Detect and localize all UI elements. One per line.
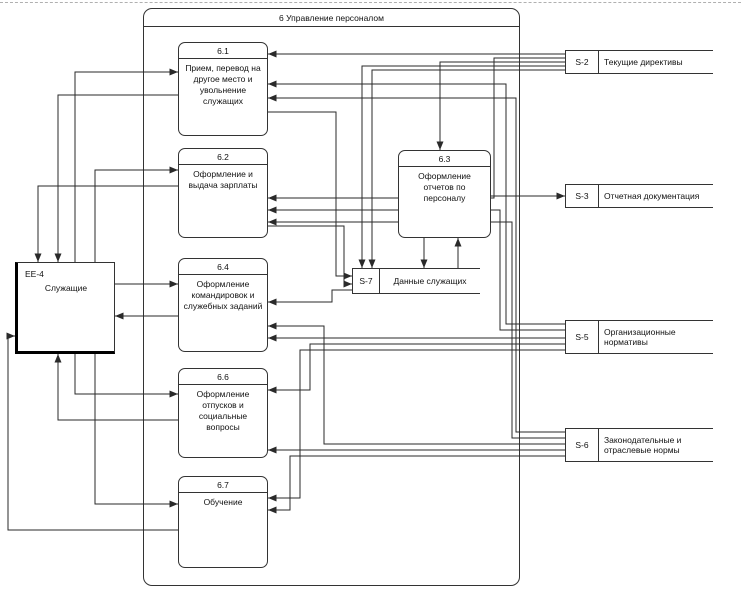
process-6-2-label: Оформление и выдача зарплаты <box>188 169 258 191</box>
datastore-s5-label: Организационные нормативы <box>604 326 676 347</box>
flow-arrow <box>268 289 352 306</box>
flow-arrow <box>268 218 565 439</box>
flow-arrow <box>94 354 178 508</box>
flow-arrow <box>6 332 178 531</box>
process-6-2-id: 6.2 <box>179 149 267 165</box>
flow-arrow <box>268 455 565 514</box>
process-6-3-label: Оформление отчетов по персоналу <box>418 171 471 204</box>
datastore-s6-id: S-6 <box>566 429 599 461</box>
process-6-6-label: Оформление отпусков и социальные вопросы <box>196 389 250 433</box>
process-6-1-label: Прием, перевод на другое место и увольне… <box>185 63 261 107</box>
datastore-s3-reporting-documentation[interactable]: S-3 Отчетная документация <box>565 184 713 208</box>
process-6-4-label: Оформление командировок и служебных зада… <box>183 279 263 312</box>
flow-arrow <box>268 206 565 331</box>
datastore-s3-id: S-3 <box>566 185 599 207</box>
diagram-title: 6 Управление персоналом <box>144 9 519 27</box>
process-6-6-vacations-social[interactable]: 6.6 Оформление отпусков и социальные воп… <box>178 368 268 458</box>
flow-arrow <box>94 166 178 262</box>
flow-arrow <box>268 57 565 202</box>
datastore-s3-label: Отчетная документация <box>604 190 700 201</box>
process-6-7-training[interactable]: 6.7 Обучение <box>178 476 268 568</box>
flow-arrow <box>368 69 565 268</box>
flow-arrow <box>74 68 178 262</box>
datastore-s7-employee-data[interactable]: S-7 Данные служащих <box>352 268 480 294</box>
flow-arrow <box>436 61 565 150</box>
external-entity-ee4-label: Служащие <box>44 283 88 293</box>
process-6-3-id: 6.3 <box>399 151 490 167</box>
datastore-s5-organizational-standards[interactable]: S-5 Организационные нормативы <box>565 320 713 354</box>
process-6-1-hiring-transfer-dismissal[interactable]: 6.1 Прием, перевод на другое место и уво… <box>178 42 268 136</box>
flow-arrow <box>54 94 178 262</box>
flow-arrow <box>268 94 565 433</box>
datastore-s7-label: Данные служащих <box>393 275 467 286</box>
flow-arrow <box>268 349 565 502</box>
process-6-4-id: 6.4 <box>179 259 267 275</box>
flow-arrow <box>268 80 565 325</box>
datastore-s2-label: Текущие директивы <box>604 56 683 67</box>
process-6-7-id: 6.7 <box>179 477 267 493</box>
process-6-7-label: Обучение <box>203 497 243 507</box>
flow-arrow <box>268 225 352 288</box>
flow-arrow <box>268 343 565 394</box>
process-6-3-personnel-reports[interactable]: 6.3 Оформление отчетов по персоналу <box>398 150 491 238</box>
datastore-s7-id: S-7 <box>353 269 380 293</box>
flow-arrow <box>34 185 178 262</box>
datastore-s6-label: Законодательные и отраслевые нормы <box>604 434 682 455</box>
datastore-s2-current-directives[interactable]: S-2 Текущие директивы <box>565 50 713 74</box>
boundary-6-personnel-management[interactable]: 6 Управление персоналом <box>143 8 520 586</box>
flow-arrow <box>268 322 565 445</box>
flow-arrow <box>268 111 352 280</box>
process-6-2-salary-processing[interactable]: 6.2 Оформление и выдача зарплаты <box>178 148 268 238</box>
external-entity-ee4-employees[interactable]: EE-4 Служащие <box>15 262 115 354</box>
flow-arrow <box>358 65 565 268</box>
datastore-s5-id: S-5 <box>566 321 599 353</box>
datastore-s2-id: S-2 <box>566 51 599 73</box>
process-6-1-id: 6.1 <box>179 43 267 59</box>
external-entity-ee4-id: EE-4 <box>25 269 44 279</box>
flow-arrow <box>74 354 178 398</box>
process-6-4-business-trips[interactable]: 6.4 Оформление командировок и служебных … <box>178 258 268 352</box>
flow-arrow <box>54 354 178 421</box>
datastore-s6-legislative-industry-norms[interactable]: S-6 Законодательные и отраслевые нормы <box>565 428 713 462</box>
page-boundary-dashed-line <box>0 2 741 3</box>
process-6-6-id: 6.6 <box>179 369 267 385</box>
